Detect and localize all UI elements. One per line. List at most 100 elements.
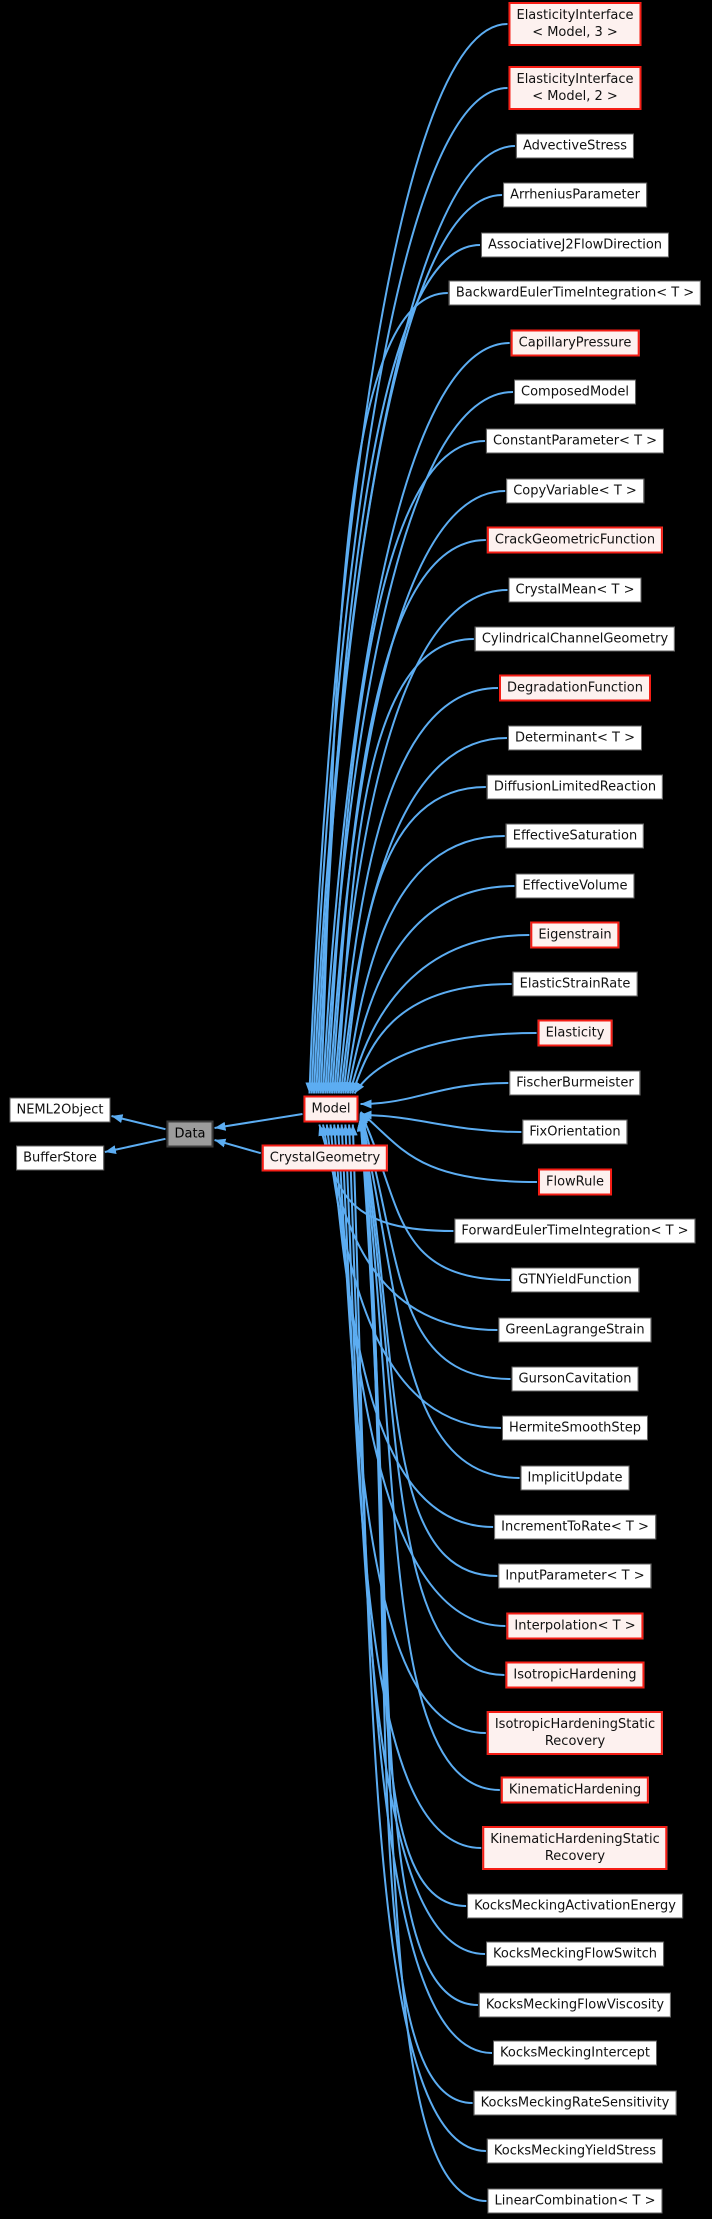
class-node-arrhenius-parameter[interactable]: ArrheniusParameter xyxy=(503,182,647,208)
class-name: ArrheniusParameter xyxy=(510,187,640,203)
class-name: KocksMeckingFlowSwitch xyxy=(493,1946,657,1962)
class-node-kocks-mecking-intercept[interactable]: KocksMeckingIntercept xyxy=(493,2040,657,2066)
class-name: CrystalMean< T > xyxy=(515,582,635,598)
class-name: Data xyxy=(174,1126,206,1142)
class-node-implicit-update[interactable]: ImplicitUpdate xyxy=(520,1465,630,1491)
class-node-kinematic-hardening[interactable]: KinematicHardening xyxy=(500,1776,650,1804)
class-node-fischer-burmeister[interactable]: FischerBurmeister xyxy=(509,1070,641,1096)
class-name: AssociativeJ2FlowDirection xyxy=(487,237,663,253)
class-name-line2: Recovery xyxy=(544,1734,606,1749)
class-node-crack-geometric-function[interactable]: CrackGeometricFunction xyxy=(486,526,664,554)
class-node-kocks-mecking-rate-sensitivity[interactable]: KocksMeckingRateSensitivity xyxy=(473,2090,677,2116)
class-name: KocksMeckingYieldStress xyxy=(493,2143,657,2159)
class-name: IsotropicHardening xyxy=(513,1667,637,1683)
class-node-diffusion-limited-reaction[interactable]: DiffusionLimitedReaction xyxy=(486,774,664,800)
class-node-associative-j2-flow-direction[interactable]: AssociativeJ2FlowDirection xyxy=(480,232,670,258)
class-name: BufferStore xyxy=(23,1150,97,1166)
class-node-elasticity-interface-model-2[interactable]: ElasticityInterface < Model, 2 > xyxy=(508,66,642,110)
class-node-effective-saturation[interactable]: EffectiveSaturation xyxy=(505,823,645,849)
class-name-line2: Recovery xyxy=(544,1849,606,1864)
class-name: ElasticityInterface xyxy=(516,8,634,23)
class-name: FlowRule xyxy=(546,1174,604,1190)
class-node-capillary-pressure[interactable]: CapillaryPressure xyxy=(510,329,640,357)
class-name: IncrementToRate< T > xyxy=(501,1519,649,1535)
class-node-gurson-cavitation[interactable]: GursonCavitation xyxy=(511,1366,639,1392)
class-name-line2: < Model, 3 > xyxy=(532,25,618,40)
class-name: Eigenstrain xyxy=(538,927,612,943)
class-node-data: Data xyxy=(166,1120,214,1148)
class-name: Determinant< T > xyxy=(514,730,636,746)
class-node-kocks-mecking-yield-stress[interactable]: KocksMeckingYieldStress xyxy=(486,2138,664,2164)
class-node-kocks-mecking-flow-viscosity[interactable]: KocksMeckingFlowViscosity xyxy=(478,1992,672,2018)
class-node-kinematic-hardening-static-recovery[interactable]: KinematicHardeningStatic Recovery xyxy=(482,1826,668,1870)
class-node-model[interactable]: Model xyxy=(303,1095,359,1123)
class-name: LinearCombination< T > xyxy=(494,2193,656,2209)
class-name: ComposedModel xyxy=(521,384,629,400)
class-name: KocksMeckingFlowViscosity xyxy=(485,1997,665,2013)
class-name: ElasticityInterface xyxy=(516,72,634,87)
class-node-gtn-yield-function[interactable]: GTNYieldFunction xyxy=(511,1267,639,1293)
class-name: KocksMeckingIntercept xyxy=(500,2045,650,2061)
class-node-increment-to-rate[interactable]: IncrementToRate< T > xyxy=(494,1514,656,1540)
class-node-input-parameter[interactable]: InputParameter< T > xyxy=(498,1563,652,1589)
class-node-backward-euler-time-integration[interactable]: BackwardEulerTimeIntegration< T > xyxy=(448,280,702,306)
class-node-forward-euler-time-integration[interactable]: ForwardEulerTimeIntegration< T > xyxy=(454,1218,696,1244)
class-node-neml2object[interactable]: NEML2Object xyxy=(9,1097,111,1123)
class-node-crystalgeometry[interactable]: CrystalGeometry xyxy=(261,1144,389,1172)
class-name: ConstantParameter< T > xyxy=(492,433,658,449)
class-node-eigenstrain[interactable]: Eigenstrain xyxy=(530,921,620,949)
class-name: GreenLagrangeStrain xyxy=(505,1322,645,1338)
class-node-kocks-mecking-activation-energy[interactable]: KocksMeckingActivationEnergy xyxy=(467,1893,683,1919)
class-name: DegradationFunction xyxy=(507,680,643,696)
class-node-interpolation[interactable]: Interpolation< T > xyxy=(506,1612,644,1640)
class-node-composed-model[interactable]: ComposedModel xyxy=(514,379,636,405)
class-node-degradation-function[interactable]: DegradationFunction xyxy=(499,674,651,702)
class-node-flow-rule[interactable]: FlowRule xyxy=(538,1168,612,1196)
class-name: IsotropicHardeningStatic xyxy=(494,1717,656,1732)
class-name: ElasticStrainRate xyxy=(519,976,631,992)
class-name: NEML2Object xyxy=(16,1102,104,1118)
class-name: FixOrientation xyxy=(529,1124,621,1140)
class-name: CapillaryPressure xyxy=(518,335,632,351)
class-name: EffectiveVolume xyxy=(522,878,628,894)
class-name: BackwardEulerTimeIntegration< T > xyxy=(455,285,695,301)
class-node-bufferstore[interactable]: BufferStore xyxy=(16,1145,104,1171)
class-name: CrystalGeometry xyxy=(269,1150,381,1166)
class-name: AdvectiveStress xyxy=(522,138,628,154)
class-node-green-lagrange-strain[interactable]: GreenLagrangeStrain xyxy=(498,1317,652,1343)
class-name: KinematicHardeningStatic xyxy=(490,1832,660,1847)
class-name: GTNYieldFunction xyxy=(518,1272,632,1288)
class-name: ForwardEulerTimeIntegration< T > xyxy=(461,1223,689,1239)
class-name: DiffusionLimitedReaction xyxy=(493,779,657,795)
class-node-advective-stress[interactable]: AdvectiveStress xyxy=(515,133,635,159)
class-name: Model xyxy=(311,1101,351,1117)
class-node-constant-parameter[interactable]: ConstantParameter< T > xyxy=(485,428,665,454)
class-node-hermite-smooth-step[interactable]: HermiteSmoothStep xyxy=(501,1415,649,1441)
class-node-isotropic-hardening-static-recovery[interactable]: IsotropicHardeningStatic Recovery xyxy=(486,1711,664,1755)
class-name: CylindricalChannelGeometry xyxy=(481,631,669,647)
class-node-copy-variable[interactable]: CopyVariable< T > xyxy=(506,478,644,504)
class-name: FischerBurmeister xyxy=(516,1075,634,1091)
class-node-elastic-strain-rate[interactable]: ElasticStrainRate xyxy=(512,971,638,997)
class-node-cylindrical-channel-geometry[interactable]: CylindricalChannelGeometry xyxy=(474,626,676,652)
class-node-crystal-mean[interactable]: CrystalMean< T > xyxy=(508,577,642,603)
class-name: Elasticity xyxy=(545,1025,605,1041)
class-name: KinematicHardening xyxy=(508,1782,642,1798)
class-name: EffectiveSaturation xyxy=(512,828,638,844)
class-node-elasticity-interface-model-3[interactable]: ElasticityInterface < Model, 3 > xyxy=(508,2,642,46)
class-node-fix-orientation[interactable]: FixOrientation xyxy=(522,1119,628,1145)
class-node-linear-combination[interactable]: LinearCombination< T > xyxy=(487,2188,663,2214)
class-name: CopyVariable< T > xyxy=(513,483,637,499)
class-node-isotropic-hardening[interactable]: IsotropicHardening xyxy=(505,1661,645,1689)
class-node-kocks-mecking-flow-switch[interactable]: KocksMeckingFlowSwitch xyxy=(486,1941,664,1967)
class-node-determinant[interactable]: Determinant< T > xyxy=(507,725,643,751)
class-node-effective-volume[interactable]: EffectiveVolume xyxy=(515,873,635,899)
class-name: Interpolation< T > xyxy=(514,1618,636,1634)
class-name: CrackGeometricFunction xyxy=(494,532,656,548)
class-name: KocksMeckingRateSensitivity xyxy=(480,2095,670,2111)
class-name-line2: < Model, 2 > xyxy=(532,89,618,104)
class-node-elasticity[interactable]: Elasticity xyxy=(537,1019,613,1047)
class-name: ImplicitUpdate xyxy=(527,1470,623,1486)
class-name: KocksMeckingActivationEnergy xyxy=(474,1898,676,1914)
